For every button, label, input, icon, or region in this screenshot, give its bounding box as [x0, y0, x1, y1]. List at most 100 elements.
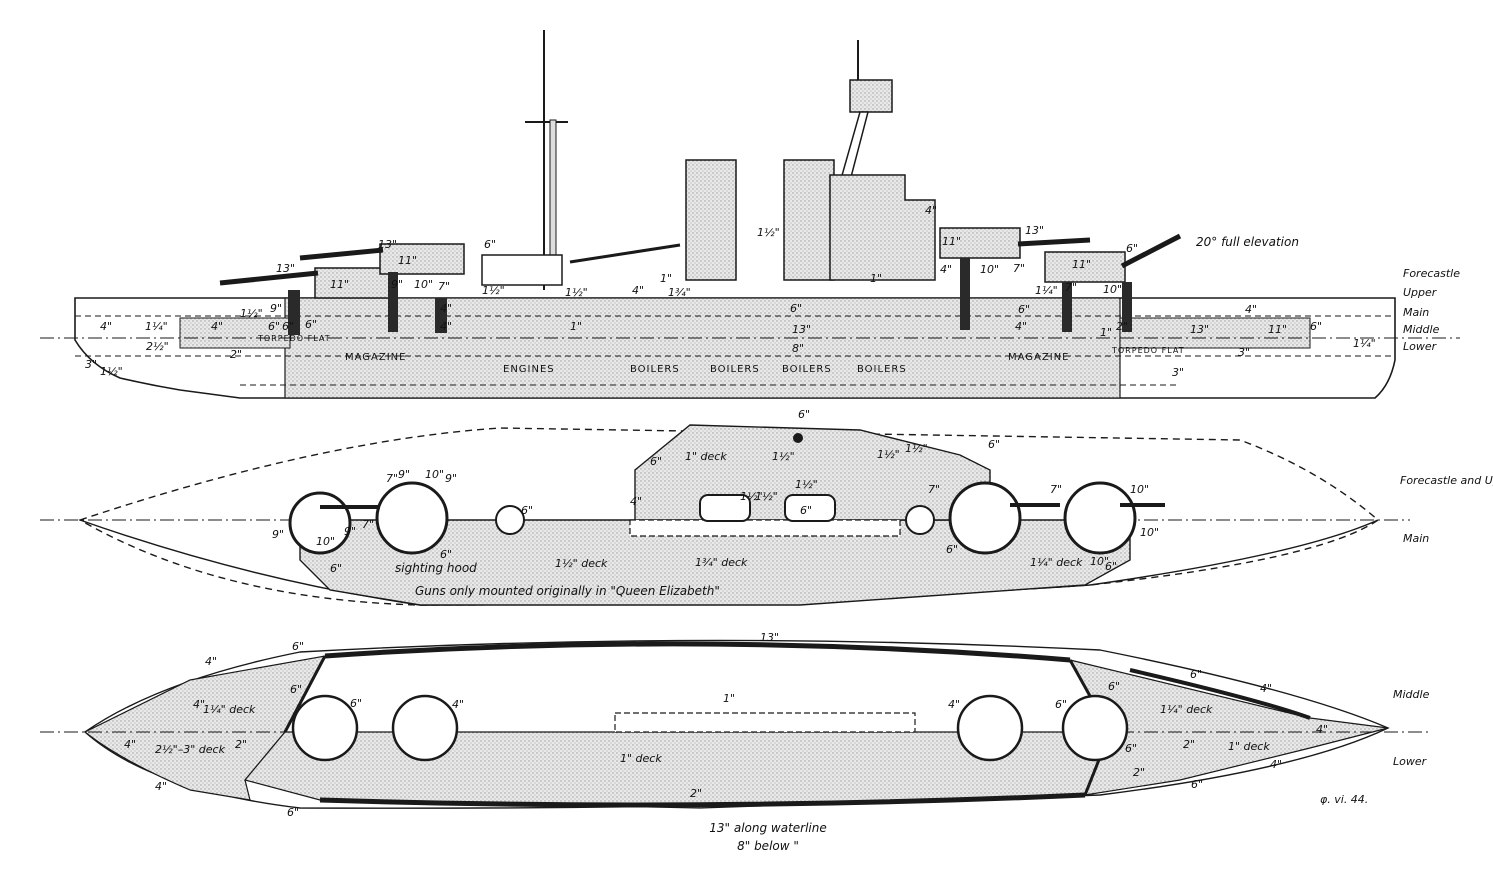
armour-thickness-label: 11" — [1268, 323, 1287, 336]
turret-y-ring — [1063, 481, 1137, 555]
waterline-note: 8" below " — [737, 839, 799, 853]
upper-deck-plan: Forecastle and Upper Main sighting hood … — [40, 408, 1493, 606]
compartment-label: BOILERS — [710, 364, 760, 375]
armour-thickness-label: 9" — [445, 472, 457, 485]
armour-thickness-label: 4" — [940, 263, 952, 276]
turret-x — [939, 227, 1091, 259]
profile-view: MAGAZINE ENGINES BOILERS BOILERS BOILERS… — [40, 30, 1460, 399]
spotting-top — [849, 79, 893, 113]
armour-thickness-label: 7" — [1065, 281, 1077, 294]
elevation-note: 20° full elevation — [1196, 235, 1299, 249]
deck-label: Forecastle and Upper — [1400, 474, 1493, 487]
armour-thickness-label: 1" — [870, 272, 882, 285]
torpedo-flat-label: TORPEDO FLAT — [257, 334, 331, 343]
fore-funnel — [685, 159, 737, 281]
armour-thickness-label: 7" — [928, 483, 940, 496]
armour-thickness-label: 6" — [1310, 320, 1322, 333]
armour-thickness-label: 6" — [287, 806, 299, 819]
armour-thickness-label: 7" — [1013, 262, 1025, 275]
armour-thickness-label: 10" — [316, 535, 335, 548]
armour-thickness-label: 1½" — [482, 284, 505, 297]
armour-thickness-label: 2" — [235, 738, 247, 751]
aft-funnel — [783, 159, 835, 281]
armour-thickness-label: 13" — [1190, 323, 1209, 336]
armour-thickness-label: 6" — [1108, 680, 1120, 693]
armour-thickness-label: 1½" — [240, 307, 263, 320]
armour-thickness-label: 7" — [362, 518, 374, 531]
waterline-belt-bottom — [319, 792, 1086, 808]
armour-thickness-label: 10" — [1130, 483, 1149, 496]
armour-thickness-label: 1½" — [740, 490, 763, 503]
armour-thickness-label: 1¾" — [668, 286, 691, 299]
armour-thickness-label: 10" — [425, 468, 444, 481]
armour-thickness-label: 1" — [570, 320, 582, 333]
armour-thickness-label: 4" — [440, 302, 452, 315]
armour-thickness-label: 6" — [305, 318, 317, 331]
armour-thickness-label: 11" — [942, 235, 961, 248]
armour-thickness-label: 9" — [391, 278, 403, 291]
armour-thickness-label: 4" — [632, 284, 644, 297]
armour-thickness-label: 4" — [925, 204, 937, 217]
armour-thickness-label: 11" — [398, 254, 417, 267]
lower-plan-armour-marks: 13"6"4"6"6"4"4"2"4"1"2"4"4"6"6"4"6"2"6"2… — [124, 631, 1328, 819]
armour-thickness-label: 11" — [1072, 258, 1091, 271]
armour-thickness-label: 6" — [292, 640, 304, 653]
armour-thickness-label: 2" — [1133, 766, 1145, 779]
deck-note: 1½" deck — [555, 557, 608, 570]
deck-note: 1" deck — [1228, 740, 1270, 753]
armour-thickness-label: 2" — [1183, 738, 1195, 751]
armour-thickness-label: 10" — [414, 278, 433, 291]
armour-thickness-label: 7" — [386, 472, 398, 485]
armour-thickness-label: 4" — [205, 655, 217, 668]
armour-thickness-label: 3" — [1172, 366, 1184, 379]
armour-thickness-label: 6" — [790, 302, 802, 315]
deck-note: 1" deck — [685, 450, 727, 463]
upper-plan-armour-marks: 6"6"1½"1½"4"1½"1½"6"10"7"9"10"7"9"10"9"9… — [272, 408, 1159, 575]
armour-thickness-label: 11" — [330, 278, 349, 291]
armour-thickness-label: 7" — [438, 280, 450, 293]
deck-label: Lower — [1403, 340, 1438, 353]
armour-thickness-label: 2" — [690, 787, 702, 800]
armour-thickness-label: 13" — [276, 262, 295, 275]
deck-note: 1¼" deck — [1030, 556, 1083, 569]
armour-thickness-label: 1" — [660, 272, 672, 285]
armour-thickness-label: 13" — [1025, 224, 1044, 237]
armour-thickness-label: 1" — [1100, 326, 1112, 339]
lower-deck-plan: Middle Lower 1¼" deck 2½"–3" deck 1" dec… — [40, 631, 1430, 853]
armour-thickness-label: 4" — [211, 320, 223, 333]
turret-x-ring — [948, 481, 1022, 555]
armour-thickness-label: 10" — [1103, 283, 1122, 296]
armour-thickness-label: 4" — [193, 698, 205, 711]
deck-label: Upper — [1403, 286, 1438, 299]
deck-note: 2½"–3" deck — [155, 743, 226, 756]
armour-thickness-label: 1½" — [772, 450, 795, 463]
armour-thickness-label: 10" — [1140, 526, 1159, 539]
compartment-label: BOILERS — [782, 364, 832, 375]
deck-label: Main — [1403, 306, 1429, 319]
armour-thickness-label: 8" — [792, 342, 804, 355]
armour-thickness-label: 4" — [948, 698, 960, 711]
armour-thickness-label: 13" — [792, 323, 811, 336]
armour-thickness-label: 3" — [1238, 346, 1250, 359]
armour-thickness-label: 6" — [988, 438, 1000, 451]
guns-note: Guns only mounted originally in "Queen E… — [415, 584, 720, 598]
armour-thickness-label: 6" — [798, 408, 810, 421]
deck-note: 1¾" deck — [695, 556, 748, 569]
sighting-hood-label: sighting hood — [395, 561, 477, 575]
deck-label: Middle — [1393, 688, 1430, 701]
armour-thickness-label: 1½" — [757, 226, 780, 239]
armour-thickness-label: 6" — [1105, 560, 1117, 573]
armour-thickness-label: 13" — [760, 631, 779, 644]
armour-thickness-label: 6" — [1191, 778, 1203, 791]
armour-thickness-label: 6" — [946, 543, 958, 556]
compartment-label: MAGAZINE — [1008, 352, 1069, 363]
armour-thickness-label: 1¼" — [1035, 284, 1058, 297]
deck-note: 1" deck — [620, 752, 662, 765]
armour-thickness-label: 4" — [452, 698, 464, 711]
deck-note: 1¼" deck — [1160, 703, 1213, 716]
armour-thickness-label: 2" — [230, 348, 242, 361]
armour-thickness-label: 6" — [650, 455, 662, 468]
armour-thickness-label: 4" — [1270, 758, 1282, 771]
armour-thickness-label: 1¼" — [1353, 337, 1376, 350]
